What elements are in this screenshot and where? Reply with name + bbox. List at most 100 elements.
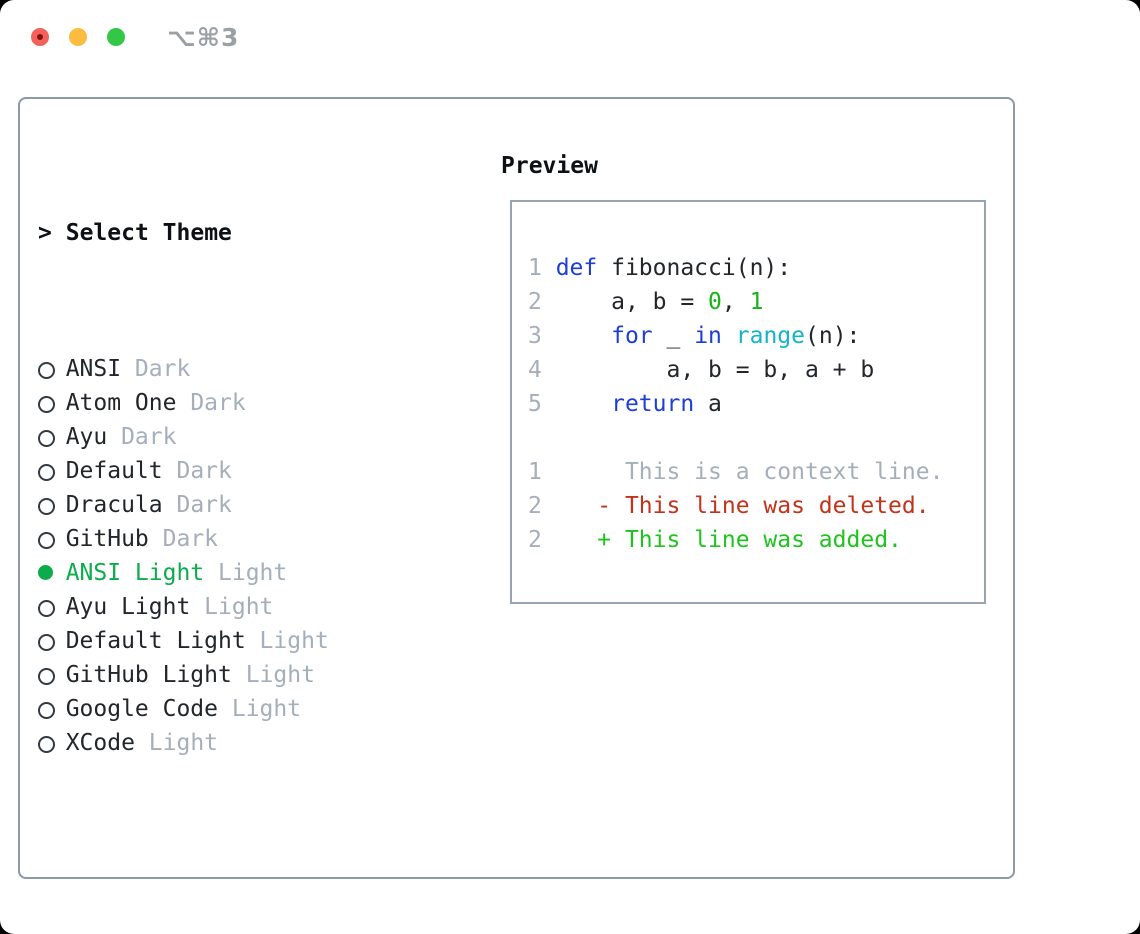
code-token — [556, 391, 611, 417]
code-line: 1 This is a context line. — [528, 455, 984, 489]
option-label: GitHub Light — [65, 662, 232, 688]
radio-icon — [38, 386, 66, 420]
option-github[interactable]: GitHub Dark — [38, 522, 426, 556]
radio-icon — [38, 522, 66, 556]
option-ansi[interactable]: ANSI Dark — [38, 352, 426, 386]
spacer — [38, 862, 426, 896]
option-variant-label: Dark — [107, 424, 177, 450]
option-label: Google Code — [65, 696, 219, 722]
line-number: 2 — [528, 527, 556, 553]
code-token: a, b = b, a + b — [555, 357, 875, 383]
code-line: 3 for _ in range(n): — [528, 319, 984, 353]
preview-title: Preview — [501, 153, 598, 179]
code-token: in — [694, 323, 722, 349]
code-token: range — [735, 323, 805, 349]
option-variant-label: Dark — [121, 356, 191, 382]
option-variant-label: Dark — [176, 390, 246, 416]
select-theme-header: > Select Theme — [38, 216, 426, 250]
option-label: Default — [65, 458, 163, 484]
minimize-button-icon[interactable] — [69, 28, 87, 46]
option-variant-label: Light — [190, 594, 274, 620]
code-token: , — [721, 289, 750, 315]
code-token: return — [611, 391, 695, 417]
option-variant-label: Dark — [162, 492, 232, 518]
option-variant-label: Light — [134, 730, 219, 756]
code-line: 1 def fibonacci(n): — [528, 251, 984, 285]
traffic-lights — [31, 28, 125, 46]
radio-icon — [38, 624, 66, 658]
option-variant-label: Light — [245, 628, 329, 654]
radio-icon — [38, 352, 66, 386]
code-token: a, b = — [555, 289, 709, 315]
line-number: 3 — [528, 323, 556, 349]
radio-icon — [38, 488, 66, 522]
code-token: def — [555, 255, 598, 281]
radio-selected-icon — [38, 556, 66, 590]
prompt-icon: > — [38, 220, 52, 246]
radio-icon — [38, 726, 66, 760]
radio-icon — [38, 454, 66, 488]
line-number: 2 — [528, 289, 556, 315]
code-token: 1 — [749, 289, 764, 315]
option-variant-label: Dark — [162, 458, 232, 484]
option-variant-label: Light — [218, 696, 302, 722]
radio-icon — [38, 420, 66, 454]
option-label: Ayu — [65, 424, 108, 450]
code-token — [556, 323, 611, 349]
code-line — [528, 421, 984, 455]
code-token: fibonacci(n): — [597, 255, 792, 281]
option-label: ANSI Light — [65, 560, 205, 586]
option-dracula[interactable]: Dracula Dark — [38, 488, 426, 522]
line-number: 1 — [528, 255, 556, 281]
code-token: for — [611, 323, 653, 349]
option-variant-label: Dark — [148, 526, 219, 552]
code-line: 2 + This line was added. — [528, 523, 984, 557]
radio-icon — [38, 590, 66, 624]
option-ayu-light[interactable]: Ayu Light Light — [38, 590, 426, 624]
option-atom-one[interactable]: Atom One Dark — [38, 386, 426, 420]
option-label: Ayu Light — [65, 594, 191, 620]
option-label: Atom One — [65, 390, 177, 416]
line-number: 4 — [528, 357, 556, 383]
option-variant-label: Light — [231, 662, 315, 688]
option-label: ANSI — [65, 356, 122, 382]
line-number: 5 — [528, 391, 556, 417]
code-token — [722, 323, 736, 349]
code-token: a — [694, 391, 722, 417]
option-default[interactable]: Default Dark — [38, 454, 426, 488]
option-google-code[interactable]: Google Code Light — [38, 692, 426, 726]
select-theme-title: Select Theme — [65, 220, 232, 246]
option-ayu[interactable]: Ayu Dark — [38, 420, 426, 454]
code-token: (n): — [805, 323, 861, 349]
option-xcode[interactable]: XCode Light — [38, 726, 426, 760]
option-label: Dracula — [65, 492, 163, 518]
line-number: 1 — [528, 459, 556, 485]
code-token: - This line was deleted. — [555, 493, 930, 519]
code-token: + This line was added. — [555, 527, 902, 553]
code-line: 2 - This line was deleted. — [528, 489, 984, 523]
code-line: 4 a, b = b, a + b — [528, 353, 984, 387]
radio-icon — [38, 658, 66, 692]
option-label: GitHub — [65, 526, 149, 552]
code-line: 5 return a — [528, 387, 984, 421]
code-token: 0 — [708, 289, 722, 315]
option-github-light[interactable]: GitHub Light Light — [38, 658, 426, 692]
line-number: 2 — [528, 493, 556, 519]
window-title: ⌥⌘3 — [167, 23, 240, 52]
zoom-button-icon[interactable] — [107, 28, 125, 46]
close-button-icon[interactable] — [31, 28, 49, 46]
option-default-light[interactable]: Default Light Light — [38, 624, 426, 658]
option-label: Default Light — [65, 628, 246, 654]
code-token: _ — [652, 323, 695, 349]
option-ansi-light[interactable]: ANSI Light Light — [38, 556, 426, 590]
option-variant-label: Light — [204, 560, 288, 586]
option-label: XCode — [65, 730, 135, 756]
code-line: 2 a, b = 0, 1 — [528, 285, 984, 319]
code-token: This is a context line. — [555, 459, 944, 485]
